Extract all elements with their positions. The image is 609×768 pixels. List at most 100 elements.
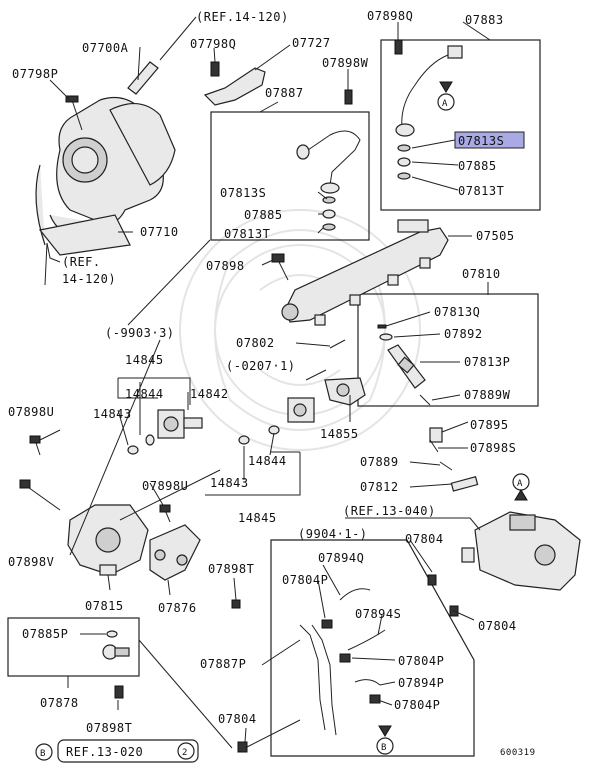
bracket-07727[interactable] bbox=[203, 67, 266, 106]
label-07889w: 07889W bbox=[464, 388, 511, 402]
label-14855: 14855 bbox=[320, 427, 359, 441]
highlight-07813s bbox=[454, 131, 525, 149]
diagram-id: 600319 bbox=[500, 748, 536, 758]
label-07710: 07710 bbox=[140, 225, 179, 239]
pipe-07802[interactable] bbox=[329, 339, 346, 349]
bolt-07898t-a[interactable] bbox=[231, 599, 241, 609]
clip-07889[interactable] bbox=[439, 461, 453, 471]
hose-07894s[interactable] bbox=[347, 629, 386, 651]
label-ref-13-020: REF.13-020 bbox=[66, 745, 143, 759]
ring-07885-a[interactable] bbox=[397, 157, 411, 167]
bolt-07898[interactable] bbox=[271, 253, 289, 281]
gasket-07813s-a[interactable] bbox=[397, 144, 411, 152]
label-07810: 07810 bbox=[462, 267, 501, 281]
label-07894q: 07894Q bbox=[318, 551, 364, 565]
label-range-9904: (9904·1-) bbox=[298, 527, 368, 541]
seal-07889w[interactable] bbox=[419, 394, 431, 406]
bolt-07898q[interactable] bbox=[394, 39, 403, 55]
label-07813t-b: 07813T bbox=[224, 227, 270, 241]
label-07898u-b: 07898U bbox=[142, 479, 188, 493]
cap-07804-c[interactable] bbox=[237, 741, 248, 753]
label-07885-b: 07885 bbox=[244, 208, 283, 222]
label-07813s-a[interactable]: 07813S bbox=[458, 134, 504, 148]
label-07802: 07802 bbox=[236, 336, 275, 350]
fuel-pipe-07883[interactable] bbox=[395, 45, 463, 137]
fuel-pump[interactable] bbox=[461, 511, 581, 591]
label-07892: 07892 bbox=[444, 327, 483, 341]
ring-14843-b[interactable] bbox=[238, 435, 250, 445]
label-ref-13-040[interactable]: (REF.13-040) bbox=[343, 504, 436, 518]
label-07813s-b: 07813S bbox=[220, 186, 266, 200]
label-07804-a: 07804 bbox=[405, 532, 444, 546]
label-07505: 07505 bbox=[476, 229, 515, 243]
fuel-pipe-07887[interactable] bbox=[296, 130, 361, 194]
bolt-07798p[interactable] bbox=[65, 95, 83, 131]
label-14843-b: 14843 bbox=[210, 476, 249, 490]
group-box-07887 bbox=[210, 111, 370, 241]
valve-14842-b[interactable] bbox=[287, 397, 315, 423]
bolt-07898u-b[interactable] bbox=[159, 504, 171, 523]
label-07727: 07727 bbox=[292, 36, 331, 50]
sensor-07878[interactable] bbox=[102, 644, 130, 660]
ring-07885-b[interactable] bbox=[322, 209, 336, 219]
label-07813p: 07813P bbox=[464, 355, 510, 369]
bolt-07898s[interactable] bbox=[429, 439, 439, 453]
ring-14844-a[interactable] bbox=[145, 434, 155, 446]
regulator-14855[interactable] bbox=[324, 377, 366, 406]
hose-07894p[interactable] bbox=[354, 679, 381, 686]
label-14844-b: 14844 bbox=[248, 454, 287, 468]
marker-a-1: A bbox=[442, 99, 448, 109]
bolt-07898t-b[interactable] bbox=[114, 685, 124, 699]
bracket-07895[interactable] bbox=[429, 427, 443, 443]
label-ref-14-120-b-line1[interactable]: (REF. bbox=[62, 255, 101, 269]
label-07804-b: 07804 bbox=[478, 619, 517, 633]
label-14842: 14842 bbox=[190, 387, 229, 401]
clamp-07804p-a[interactable] bbox=[321, 619, 333, 629]
label-07804p-b: 07804P bbox=[398, 654, 444, 668]
fuel-rail-07505[interactable] bbox=[281, 219, 449, 326]
circle-b-label: B bbox=[40, 749, 46, 759]
cap-07804-a[interactable] bbox=[427, 574, 437, 586]
label-07898v: 07898V bbox=[8, 555, 54, 569]
label-07898w: 07898W bbox=[322, 56, 369, 70]
bolt-07898u-a[interactable] bbox=[29, 435, 41, 456]
label-07804p-a: 07804P bbox=[282, 573, 328, 587]
gasket-07813t-b[interactable] bbox=[322, 223, 336, 231]
ring-07813q[interactable] bbox=[377, 324, 387, 329]
clamp-07804p-b[interactable] bbox=[339, 653, 351, 663]
bolt-07798q[interactable] bbox=[210, 61, 220, 77]
injector-07813p[interactable] bbox=[387, 344, 426, 389]
bracket-07876[interactable] bbox=[149, 524, 201, 581]
ring-07885p[interactable] bbox=[106, 630, 118, 638]
throttle-body-07700a[interactable] bbox=[35, 96, 176, 246]
gasket-07813t-a[interactable] bbox=[397, 172, 411, 180]
label-ref-14-120-b-line2[interactable]: 14-120) bbox=[62, 272, 116, 286]
label-range-9903: (-9903·3) bbox=[105, 326, 175, 340]
gasket-07710[interactable] bbox=[38, 214, 131, 256]
label-07804p-c: 07804P bbox=[394, 698, 440, 712]
ring-14844-b[interactable] bbox=[268, 425, 280, 435]
reference-13-020[interactable]: B REF.13-020 2 bbox=[35, 739, 199, 763]
ring-14843-a[interactable] bbox=[127, 445, 139, 455]
pipe-07887p[interactable] bbox=[299, 624, 337, 736]
bolt-07898w[interactable] bbox=[344, 89, 353, 105]
label-07885-a: 07885 bbox=[458, 159, 497, 173]
damper-07812[interactable] bbox=[450, 476, 479, 492]
hose-07700a[interactable] bbox=[127, 61, 159, 95]
label-14844-a: 14844 bbox=[125, 387, 164, 401]
label-07813t-a: 07813T bbox=[458, 184, 504, 198]
label-07798p: 07798P bbox=[12, 67, 58, 81]
label-14845-a: 14845 bbox=[125, 353, 164, 367]
group-box-07878 bbox=[7, 617, 140, 677]
hose-07894q[interactable] bbox=[339, 588, 371, 601]
marker-b: B bbox=[381, 743, 387, 753]
label-07898s: 07898S bbox=[470, 441, 516, 455]
body-07815[interactable] bbox=[67, 504, 149, 576]
label-ref-14-120-a[interactable]: (REF.14-120) bbox=[196, 10, 289, 24]
valve-14842[interactable] bbox=[157, 409, 203, 439]
clamp-07804p-c[interactable] bbox=[369, 694, 381, 704]
bolt-07898v[interactable] bbox=[19, 479, 61, 511]
ring-07892[interactable] bbox=[379, 333, 393, 341]
label-07813q: 07813Q bbox=[434, 305, 480, 319]
